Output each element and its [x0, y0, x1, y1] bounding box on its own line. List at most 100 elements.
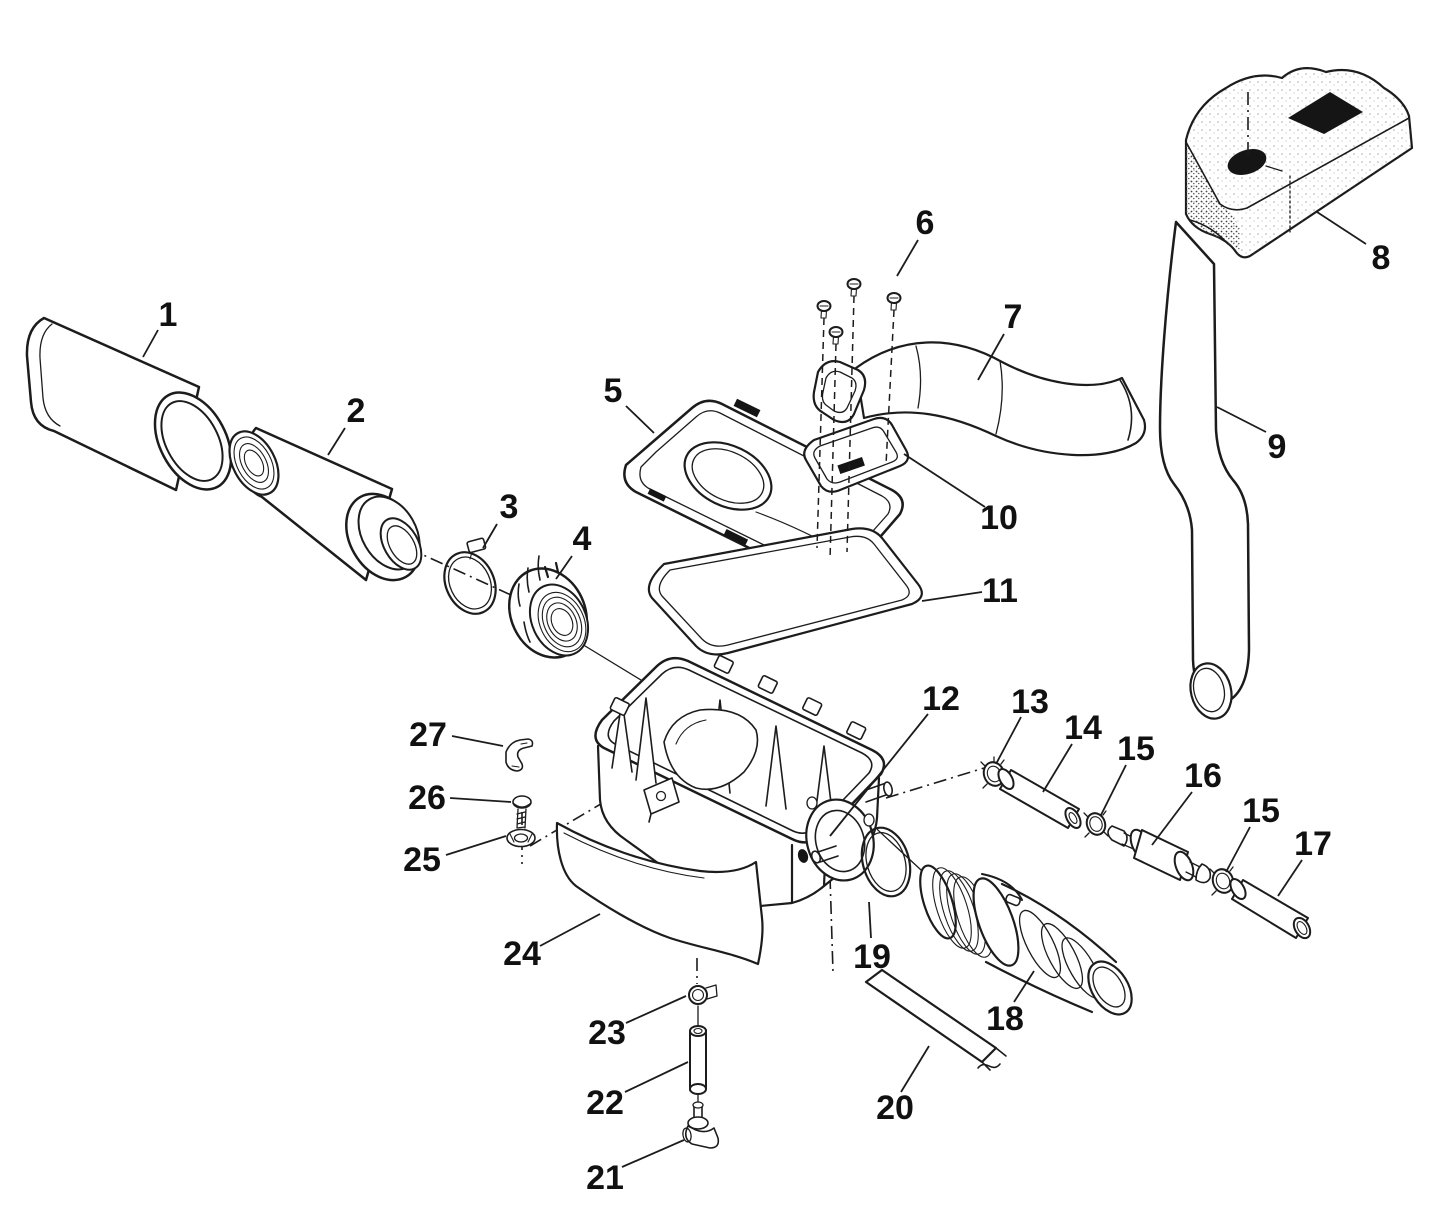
part-7-seams [915, 345, 1003, 435]
callout-15b-label: 15 [1242, 792, 1280, 830]
callout-21-label: 21 [586, 1159, 624, 1197]
part-17-end-1 [1229, 878, 1247, 900]
part-19 [860, 826, 912, 898]
callout-4-label: 4 [573, 520, 592, 558]
centerline-vent-axis [885, 767, 985, 799]
screw-line-4 [885, 309, 895, 466]
part-15a-clamp-inner [1089, 816, 1103, 832]
part-4-thread-1 [537, 591, 587, 653]
part-12-scoop-line [675, 719, 707, 745]
part-3-screw-tail [469, 551, 473, 560]
part-4-thread-3 [546, 602, 578, 642]
part-18-lip [981, 873, 1023, 901]
leader-21 [621, 1139, 685, 1168]
leader-7 [977, 333, 1005, 381]
part-8-hole [1227, 149, 1267, 175]
callout-12-label: 12 [922, 680, 960, 718]
part-14 [997, 768, 1082, 829]
leader-11 [921, 591, 983, 602]
part-3-band [443, 551, 497, 615]
part-5-vent-slot-2 [647, 488, 667, 502]
callout-9-label: 9 [1268, 428, 1287, 466]
leader-9 [1216, 406, 1267, 433]
callout-7-label: 7 [1004, 298, 1023, 336]
leader-10 [903, 453, 986, 508]
part-8 [1184, 67, 1414, 259]
part-25-washer [506, 828, 536, 848]
leader-13 [995, 716, 1022, 765]
part-12-scoop [663, 708, 759, 791]
screw-line-3 [846, 295, 855, 553]
leader-27 [451, 735, 504, 747]
part-27 [505, 738, 534, 772]
screw-3 [846, 278, 862, 297]
part-22-tube-top-inner [693, 1027, 703, 1035]
part-16-tip-cone [1107, 825, 1128, 847]
part-16-body [1133, 829, 1189, 881]
part-22-tube-bottom [689, 1083, 707, 1095]
part-12-bracket-hole [655, 790, 667, 802]
part-20-break-symbol [977, 1047, 1007, 1071]
part-17 [1229, 878, 1312, 940]
part-15a [1083, 810, 1109, 838]
part-10-plate-inner [813, 426, 898, 484]
callout-8-label: 8 [1372, 239, 1391, 277]
part-23 [688, 984, 718, 1005]
part-19-oring-inner [865, 832, 907, 892]
part-1-opening-inner [160, 400, 224, 482]
leader-19 [868, 901, 872, 939]
part-5-opening [683, 441, 773, 511]
callout-10-label: 10 [980, 499, 1018, 537]
part-18-opening [1087, 960, 1133, 1016]
part-12-boss-2 [863, 813, 875, 827]
part-2 [228, 426, 423, 582]
part-7-end-lip [1119, 379, 1133, 441]
leader-4 [555, 555, 573, 580]
callout-2-label: 2 [347, 392, 366, 430]
leader-17 [1277, 859, 1303, 897]
screw-1 [816, 300, 832, 319]
part-27-clip-lines [511, 742, 528, 768]
part-22 [689, 1025, 707, 1095]
part-25 [506, 828, 536, 848]
part-2-outlet-inner [386, 525, 418, 565]
part-26-head-under [512, 802, 532, 808]
callout-26-label: 26 [408, 779, 446, 817]
leader-15b [1225, 826, 1251, 873]
part-2-pleat-1 [233, 436, 275, 490]
part-12-latch-5 [609, 696, 630, 716]
callout-17-label: 17 [1294, 825, 1332, 863]
part-26-threads [516, 808, 527, 829]
leader-18 [1013, 970, 1035, 1003]
part-12-latch-4 [846, 721, 867, 741]
callout-25-label: 25 [403, 841, 441, 879]
leader-22 [624, 1061, 689, 1093]
screw-2 [828, 326, 844, 345]
part-11-gasket [647, 527, 923, 656]
callout-19-label: 19 [853, 938, 891, 976]
part-9-tube [1158, 220, 1251, 702]
leader-25 [445, 835, 507, 856]
part-2-pleat-3 [243, 449, 265, 477]
part-24-edge-line [563, 832, 705, 879]
callout-6-label: 6 [916, 204, 935, 242]
part-12-vent-nipple [865, 782, 887, 803]
part-5-vent-slot-3 [723, 529, 749, 546]
part-15a-ticks [1083, 810, 1109, 838]
part-5-opening-inner [691, 448, 765, 504]
centerline-clamp-axis [407, 547, 523, 601]
part-12-vent-nipple-end [883, 781, 893, 797]
part-18-slot [1005, 893, 1021, 907]
part-3-band-inner [447, 556, 493, 610]
part-9-opening-inner [1192, 667, 1226, 713]
callout-3-label: 3 [500, 488, 519, 526]
leader-12 [829, 713, 929, 837]
part-1-end-rim [39, 323, 61, 427]
part-20-hose [864, 968, 998, 1064]
part-16 [1107, 825, 1212, 884]
part-8-hole-tail [1265, 165, 1283, 172]
part-7-duct-body [854, 341, 1147, 457]
part-21-collar [687, 1116, 709, 1130]
